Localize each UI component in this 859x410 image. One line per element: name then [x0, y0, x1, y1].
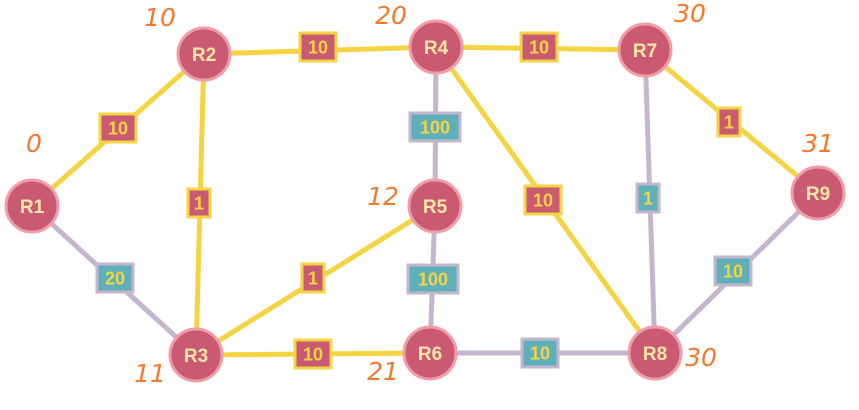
router-label: R6 — [418, 344, 442, 365]
router-label: R3 — [184, 346, 208, 367]
router-node-r2: R2 — [176, 26, 232, 82]
distance-label-r1: 0 — [26, 129, 42, 158]
weight-boxes-layer: 10 20 10 1 1 10 100 10 10 100 10 1 1 10 — [95, 31, 753, 370]
weight-box-bg — [520, 337, 560, 369]
distance-label-r8: 30 — [685, 343, 717, 372]
weight-box-bg — [186, 187, 212, 219]
router-circle — [4, 178, 60, 234]
distance-label-r6: 21 — [367, 357, 399, 386]
router-node-r8: R8 — [627, 325, 683, 381]
weight-box-r2-r4: 10 — [298, 31, 338, 63]
edge-weight-label: 10 — [529, 38, 549, 58]
edge-weight-label: 10 — [108, 119, 128, 139]
router-circle — [627, 325, 683, 381]
weight-box-bg — [298, 31, 338, 63]
router-circle — [407, 178, 463, 234]
distance-label-r9: 31 — [802, 129, 834, 158]
edge-weight-label: 1 — [724, 113, 734, 133]
weight-box-bg — [408, 111, 462, 143]
router-label: R1 — [20, 197, 45, 218]
weight-box-r7-r8: 1 — [635, 182, 661, 214]
router-label: R7 — [633, 41, 657, 62]
weight-box-bg — [95, 262, 135, 294]
weight-box-bg — [635, 182, 661, 214]
router-circle — [408, 19, 464, 75]
edge-weight-label: 1 — [308, 269, 318, 289]
router-circle — [617, 22, 673, 78]
weight-box-bg — [519, 31, 559, 63]
router-circle — [402, 325, 458, 381]
weight-box-r7-r9: 1 — [716, 106, 742, 138]
router-label: R4 — [424, 38, 449, 59]
weight-box-r2-r3: 1 — [186, 187, 212, 219]
edge-weight-label: 1 — [643, 189, 653, 209]
weight-box-r4-r7: 10 — [519, 31, 559, 63]
distance-label-r4: 20 — [375, 1, 407, 30]
edge-weight-label: 10 — [533, 191, 553, 211]
router-node-r9: R9 — [790, 165, 846, 221]
router-node-r1: R1 — [4, 178, 60, 234]
weight-box-bg — [98, 112, 138, 144]
edge-weight-label: 10 — [723, 262, 743, 282]
router-node-r5: R5 — [407, 178, 463, 234]
weight-box-r6-r8: 10 — [520, 337, 560, 369]
router-circle — [790, 165, 846, 221]
distance-label-r5: 12 — [367, 182, 399, 211]
distance-label-r7: 30 — [674, 0, 706, 28]
weight-box-r1-r2: 10 — [98, 112, 138, 144]
router-node-r6: R6 — [402, 325, 458, 381]
router-circle — [176, 26, 232, 82]
weight-box-bg — [716, 106, 742, 138]
router-node-r3: R3 — [168, 327, 224, 383]
weight-box-r4-r5: 100 — [408, 111, 462, 143]
router-node-r4: R4 — [408, 19, 464, 75]
distance-label-r2: 10 — [144, 3, 176, 32]
weight-box-bg — [523, 184, 563, 216]
weight-box-bg — [293, 338, 333, 370]
edge-weight-label: 100 — [420, 118, 450, 138]
router-label: R5 — [423, 197, 448, 218]
edge-weight-label: 10 — [303, 345, 323, 365]
distance-label-r3: 11 — [134, 359, 166, 388]
weight-box-r4-r8: 10 — [523, 184, 563, 216]
router-label: R9 — [806, 184, 830, 205]
router-circle — [168, 327, 224, 383]
edge-weight-label: 20 — [105, 269, 125, 289]
weight-box-bg — [406, 263, 460, 295]
edge-weight-label: 100 — [418, 270, 448, 290]
edge-weight-label: 1 — [194, 194, 204, 214]
edge-weight-label: 10 — [530, 344, 550, 364]
weight-box-bg — [713, 255, 753, 287]
weight-box-r1-r3: 20 — [95, 262, 135, 294]
weight-box-r3-r5: 1 — [300, 262, 326, 294]
router-label: R8 — [643, 344, 667, 365]
weight-box-r5-r6: 100 — [406, 263, 460, 295]
weight-box-r3-r6: 10 — [293, 338, 333, 370]
edge-weight-label: 10 — [308, 38, 328, 58]
router-label: R2 — [192, 45, 216, 66]
weight-box-r8-r9: 10 — [713, 255, 753, 287]
weight-box-bg — [300, 262, 326, 294]
router-node-r7: R7 — [617, 22, 673, 78]
